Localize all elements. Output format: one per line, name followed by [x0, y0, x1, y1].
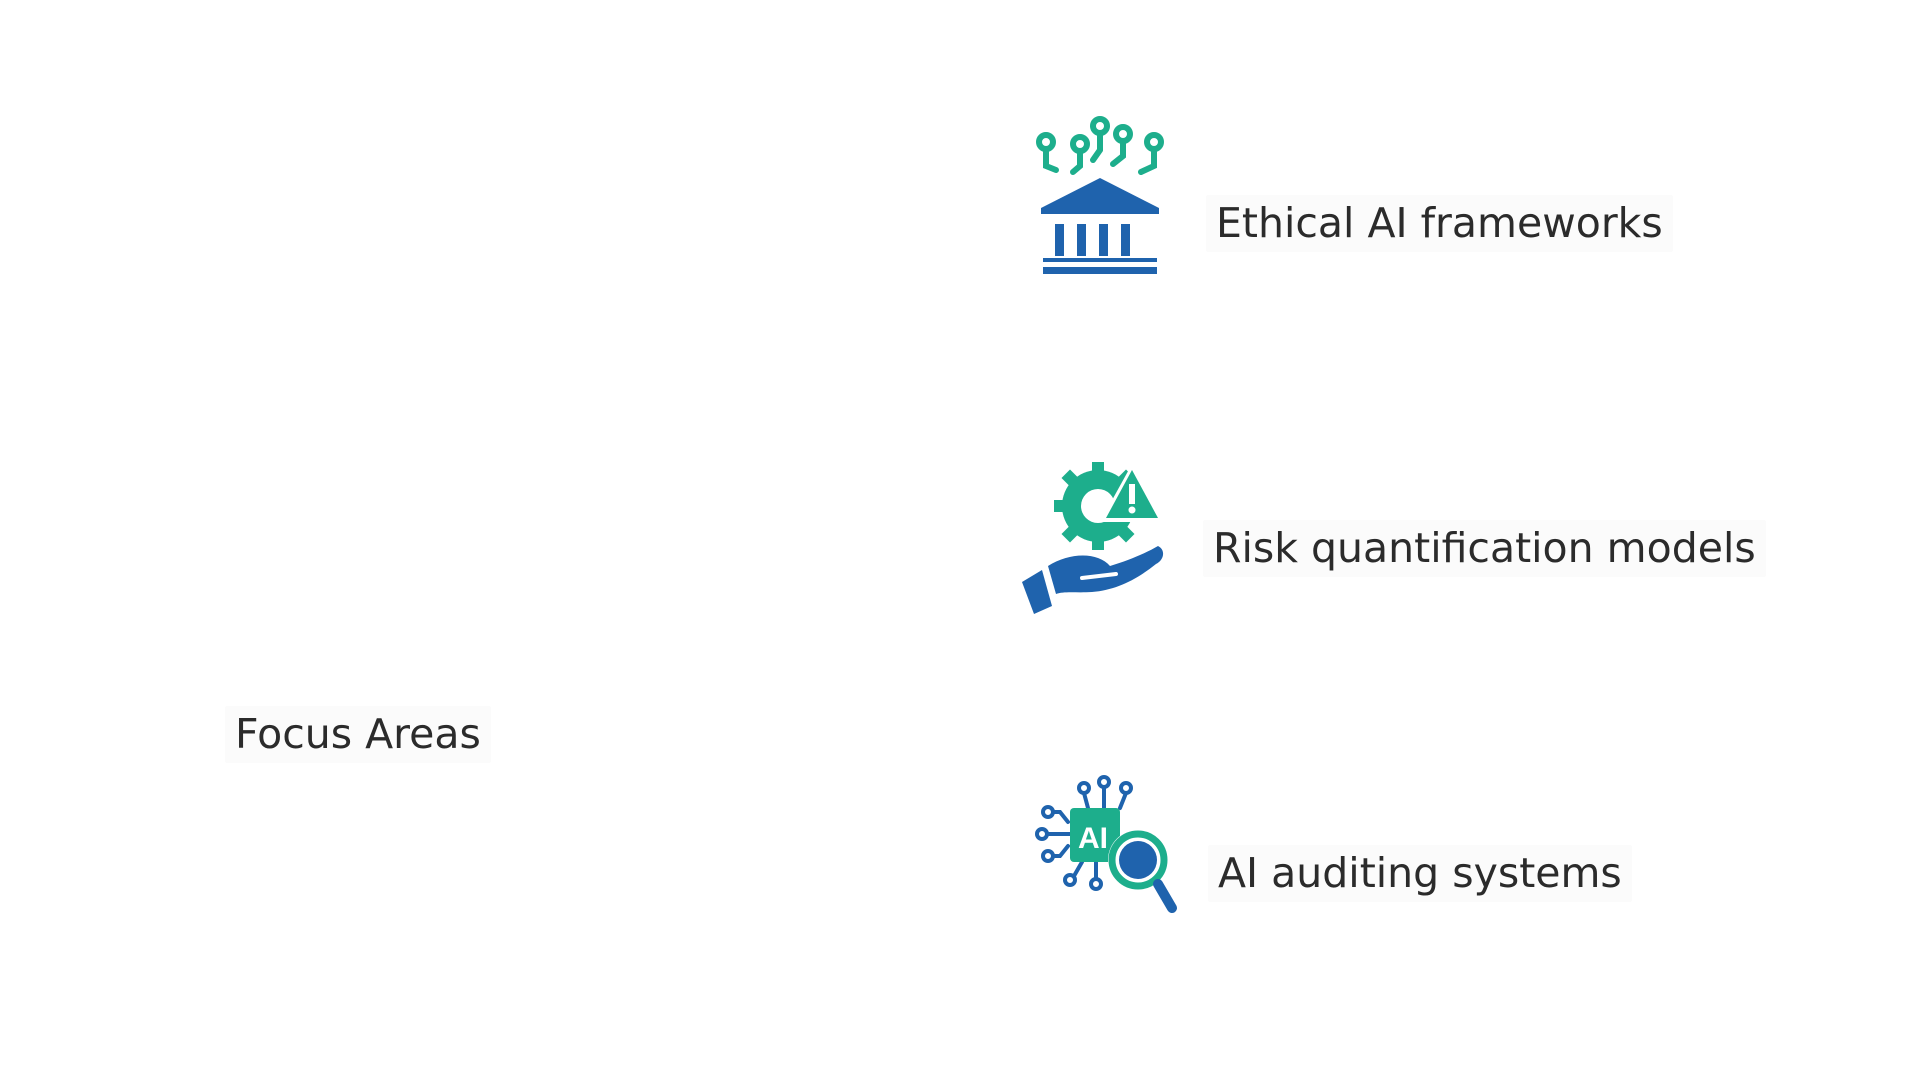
ai-chip-magnifier-icon: AI	[1035, 775, 1177, 913]
hand-gear-warning-icon	[1022, 462, 1164, 614]
item-label-risk-quantification-models: Risk quantification models	[1203, 520, 1766, 577]
item-label-ai-auditing-systems: AI auditing systems	[1208, 845, 1632, 902]
item-label-ethical-ai-frameworks: Ethical AI frameworks	[1206, 195, 1673, 252]
svg-text:AI: AI	[1078, 822, 1108, 855]
root-node-label: Focus Areas	[225, 706, 491, 763]
institution-circuit-icon	[1036, 116, 1164, 274]
